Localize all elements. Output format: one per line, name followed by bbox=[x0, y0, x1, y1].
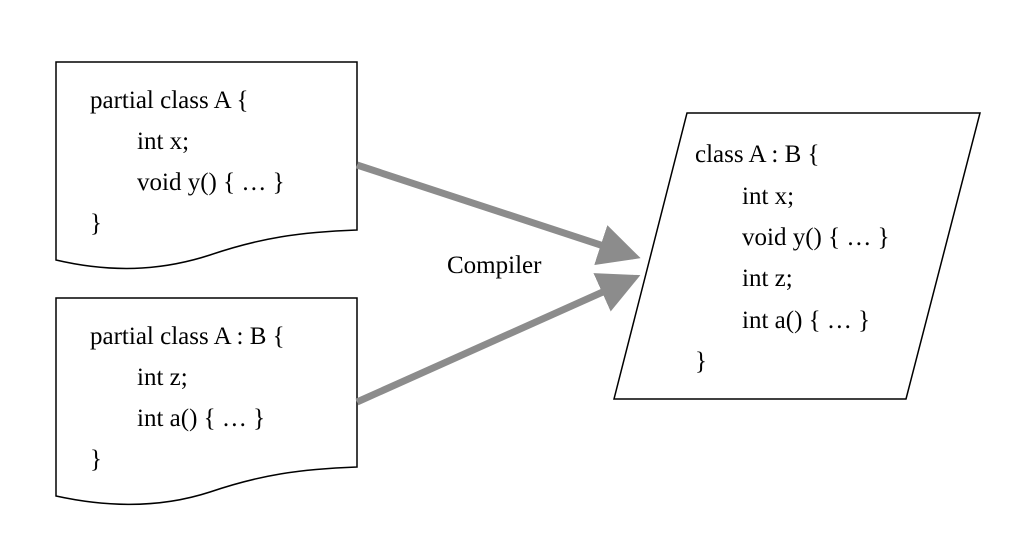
code-line: int z; bbox=[742, 265, 793, 292]
code-line: } bbox=[90, 446, 102, 473]
code-line: int z; bbox=[137, 364, 188, 391]
code-line: int x; bbox=[137, 128, 189, 155]
code-line: partial class A { bbox=[90, 87, 249, 114]
code-line: int a() { … } bbox=[742, 307, 870, 334]
arrow-file2-to-output bbox=[355, 273, 641, 406]
source-file-1-document-shape bbox=[55, 61, 358, 270]
source-file-1-code: partial class A { int x; void y() { … } … bbox=[90, 87, 285, 237]
code-line: void y() { … } bbox=[742, 224, 890, 251]
code-line: int a() { … } bbox=[137, 405, 265, 432]
source-file-2-code: partial class A : B { int z; int a() { …… bbox=[90, 323, 285, 473]
compiler-label: Compiler bbox=[447, 252, 542, 279]
code-line: int x; bbox=[742, 183, 794, 210]
arrow-file1-to-output bbox=[355, 161, 641, 266]
code-line: partial class A : B { bbox=[90, 323, 285, 350]
code-line: void y() { … } bbox=[137, 169, 285, 196]
source-file-2-document-shape bbox=[55, 297, 358, 506]
code-line: } bbox=[90, 210, 102, 237]
code-line: class A : B { bbox=[695, 141, 820, 168]
code-line: } bbox=[695, 348, 707, 375]
output-class-code: class A : B { int x; void y() { … } int … bbox=[695, 141, 890, 375]
